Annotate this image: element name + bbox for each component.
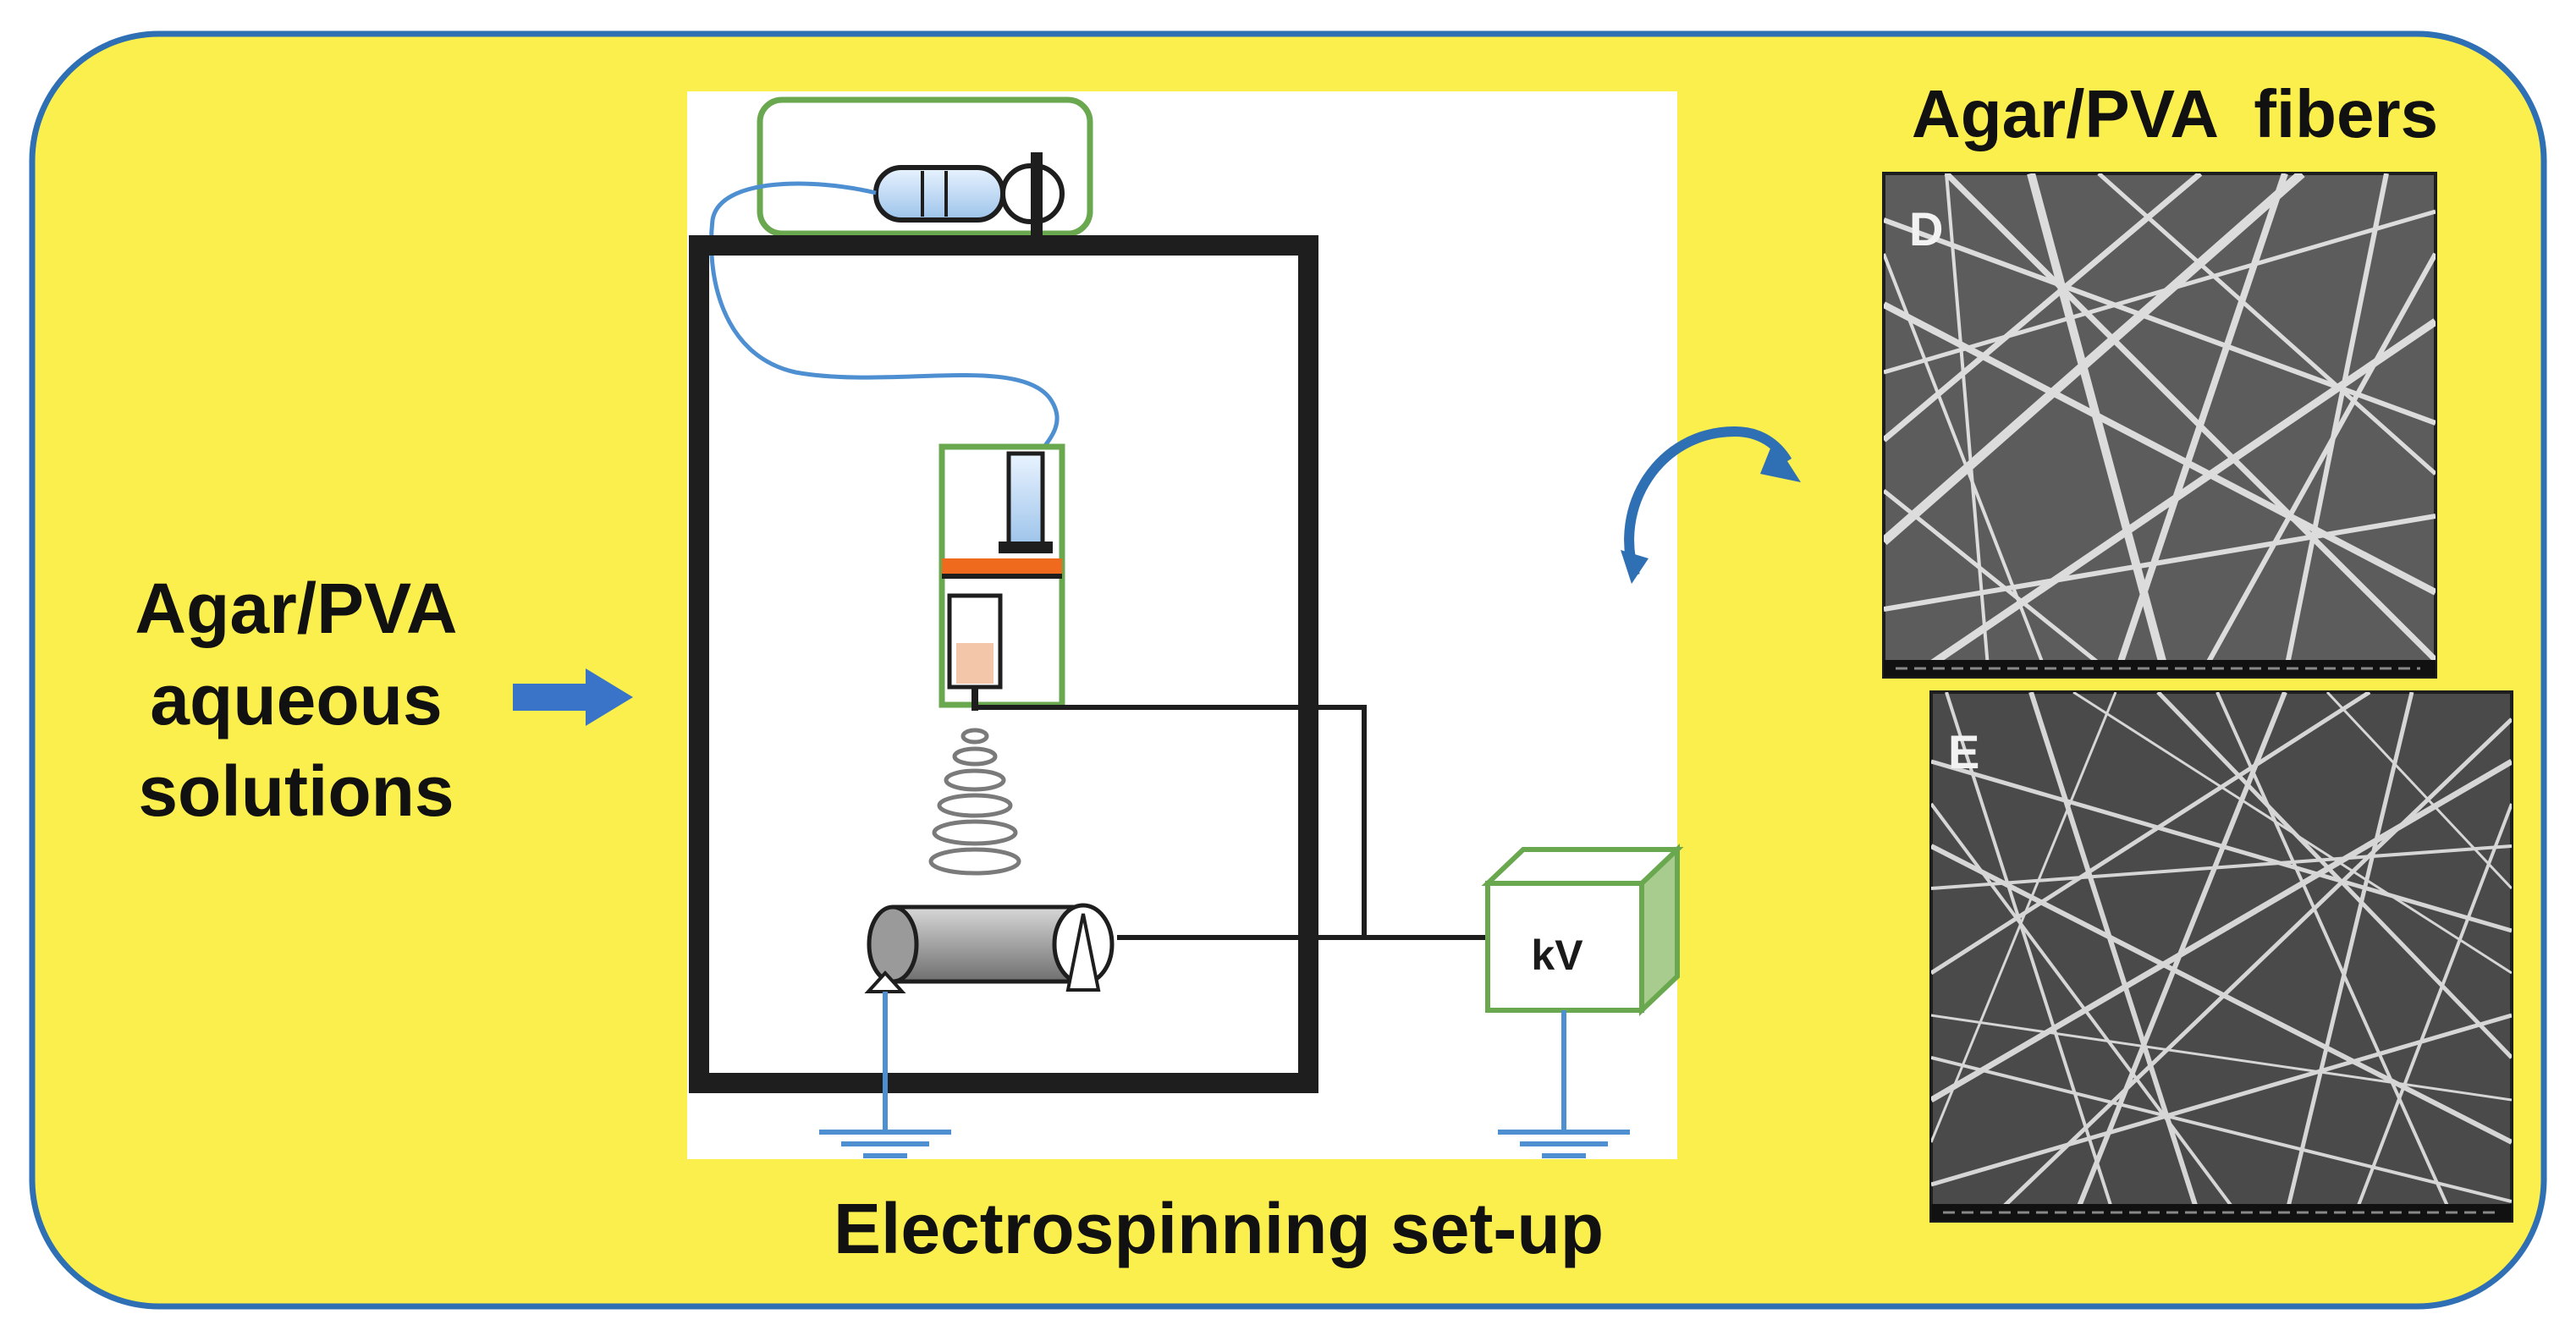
- panel-e-letter: E: [1948, 725, 1980, 778]
- polymer-jet-spiral: [928, 728, 1021, 876]
- spinneret-assembly: [938, 443, 1065, 711]
- input-label-line-2: aqueous: [150, 660, 443, 739]
- input-arrow-icon: [513, 668, 633, 726]
- chamber-frame: [689, 235, 1318, 1093]
- input-label-line-1: Agar/PVA: [135, 569, 458, 648]
- feed-tube: [709, 181, 1060, 463]
- fibers-title: Agar/PVA fibers: [1911, 76, 2439, 151]
- power-supply-label: kV: [1531, 932, 1583, 979]
- setup-caption: Electrospinning set-up: [833, 1189, 1604, 1268]
- curved-arrow-icon: [1621, 426, 1801, 584]
- sem-image-d: [1882, 172, 2437, 679]
- panel-d-letter: D: [1909, 202, 1944, 256]
- power-supply-box: [1481, 844, 1684, 1016]
- input-label-line-3: solutions: [138, 751, 454, 831]
- sem-image-e: [1929, 690, 2513, 1223]
- input-solution-label: Agar/PVA aqueous solutions: [51, 563, 542, 837]
- syringe-pump: [757, 96, 1093, 237]
- ground-symbol-supply: [1498, 1010, 1630, 1158]
- drum-collector: [864, 903, 1115, 993]
- ground-symbol-collector: [819, 992, 951, 1158]
